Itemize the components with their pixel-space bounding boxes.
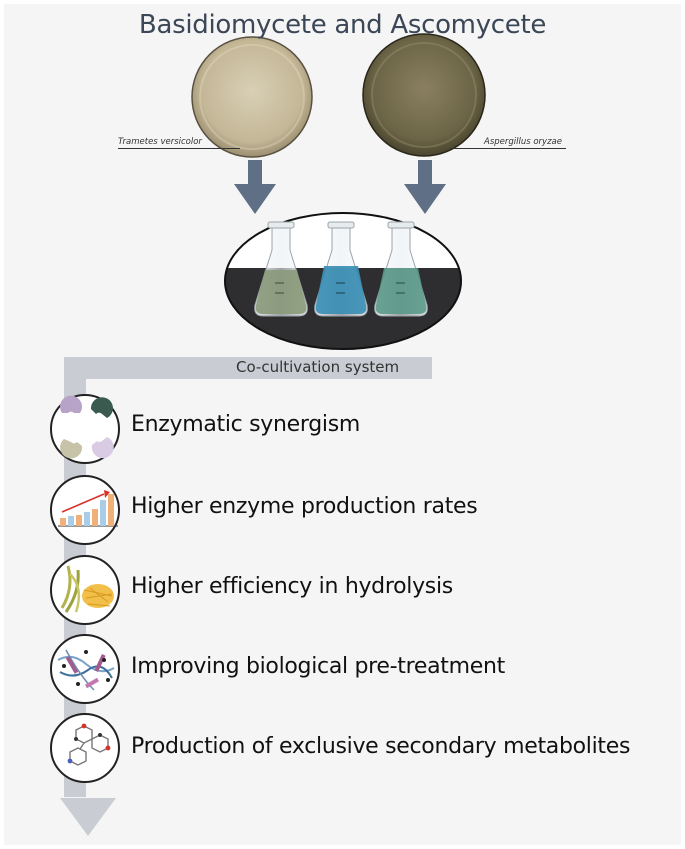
benefit-enzymatic-synergism: Enzymatic synergism <box>131 412 361 437</box>
arrow-down-left <box>234 160 276 214</box>
species-leader-line-left <box>118 148 240 149</box>
figure-title: Basidiomycete and Ascomycete <box>138 10 547 40</box>
flask-middle <box>314 221 368 317</box>
petri-dish-right <box>362 33 486 157</box>
straw-biomass-icon <box>50 555 120 625</box>
flask-right <box>374 221 428 317</box>
arrow-down-right <box>404 160 446 214</box>
bar-chart-icon <box>50 475 120 545</box>
benefit-secondary-metabolites: Production of exclusive secondary metabo… <box>131 734 631 759</box>
species-leader-line-right <box>450 148 566 149</box>
species-label-left: Trametes versicolor <box>118 137 202 147</box>
molecule-structure-icon <box>50 713 120 783</box>
benefit-enzyme-production: Higher enzyme production rates <box>131 494 478 519</box>
petri-dish-left <box>191 36 313 158</box>
co-cultivation-label: Co-cultivation system <box>236 358 400 376</box>
lignocellulose-fiber-icon <box>50 634 120 704</box>
flask-left <box>254 221 308 317</box>
species-label-right: Aspergillus oryzae <box>484 137 562 147</box>
enzyme-puzzle-icon <box>50 394 120 464</box>
flask-scene <box>224 212 462 350</box>
benefit-biological-pretreatment: Improving biological pre-treatment <box>131 654 505 679</box>
benefit-hydrolysis-efficiency: Higher efficiency in hydrolysis <box>131 574 453 599</box>
